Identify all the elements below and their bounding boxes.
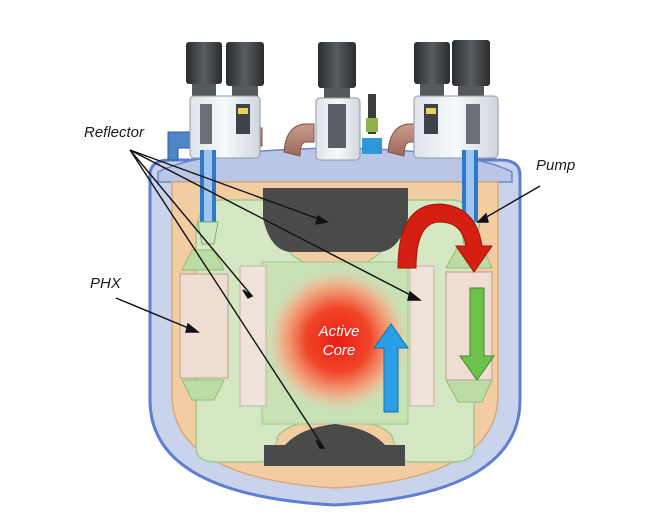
center-instrument bbox=[362, 94, 382, 154]
active-core-label-line2: Core bbox=[322, 342, 356, 359]
arrow-up-icon bbox=[373, 323, 409, 413]
active-core-label: Active Core bbox=[299, 322, 379, 360]
active-core-label-line1: Active bbox=[318, 323, 360, 340]
reflector-leader-left bbox=[129, 149, 253, 297]
mid-left-elbow-pipe bbox=[283, 123, 315, 157]
right-pump-motor-a bbox=[414, 42, 450, 96]
arrow-down-icon bbox=[459, 287, 495, 381]
reflector-leader-right bbox=[129, 149, 421, 301]
pump-leader bbox=[477, 185, 541, 223]
curved-arrow-icon bbox=[397, 203, 493, 273]
right-pump-motor-b bbox=[452, 40, 490, 98]
right-side-reflector bbox=[409, 265, 435, 407]
reflector-leader-right-head bbox=[407, 290, 422, 301]
pump-label: Pump bbox=[536, 157, 576, 174]
phx-leader bbox=[115, 297, 199, 333]
reflector-leader-bottom-head bbox=[315, 439, 326, 449]
center-drive-motor bbox=[318, 42, 356, 100]
pump-leader-head bbox=[476, 212, 489, 223]
leader-lines bbox=[115, 149, 541, 449]
top-reflector bbox=[263, 188, 408, 252]
left-pump-motor-a bbox=[186, 42, 222, 96]
left-drive-housing bbox=[189, 95, 261, 159]
reflector-leader-bottom bbox=[129, 149, 325, 449]
reflector-leader-left-head bbox=[242, 289, 254, 299]
reflector-label: Reflector bbox=[84, 124, 145, 141]
right-drive-housing bbox=[413, 95, 499, 159]
left-side-reflector bbox=[239, 265, 267, 407]
left-pump-motor-b bbox=[226, 42, 264, 98]
left-pump-shaft bbox=[197, 150, 219, 245]
phx-label: PHX bbox=[90, 275, 121, 292]
bottom-reflector bbox=[264, 424, 405, 466]
reflector-leader-top-head bbox=[315, 214, 329, 225]
active-core-glow bbox=[266, 268, 410, 412]
phx-leader-head bbox=[185, 322, 200, 333]
reflector-leader-top bbox=[129, 149, 328, 223]
center-drive-housing bbox=[315, 97, 361, 161]
